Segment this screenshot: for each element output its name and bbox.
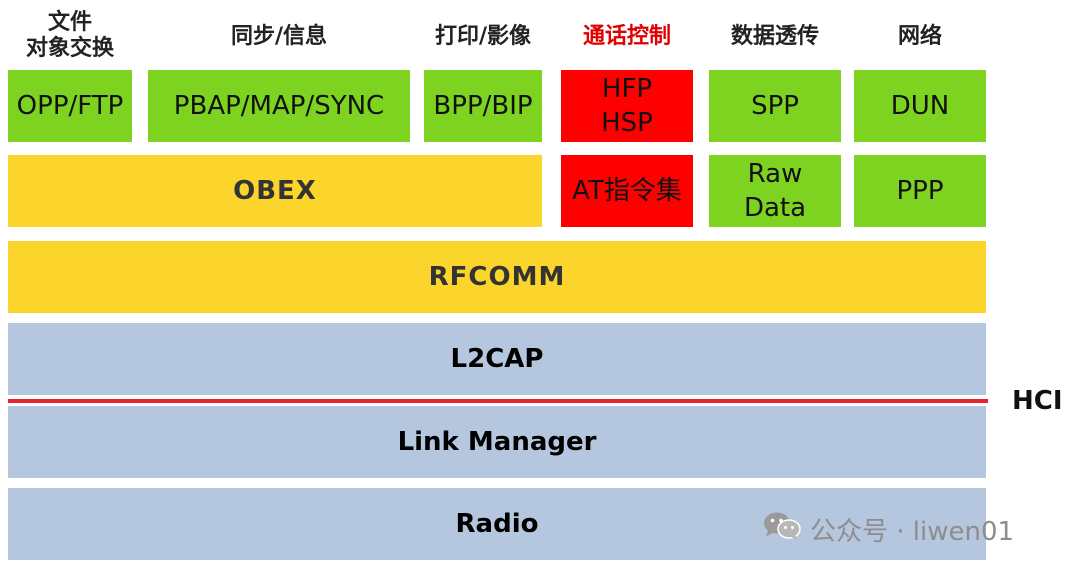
header-print-image: 打印/影像 bbox=[434, 24, 532, 49]
spp-box: SPP bbox=[709, 70, 841, 142]
hci-label: HCI bbox=[1012, 386, 1063, 416]
hci-boundary-line bbox=[8, 399, 988, 403]
wechat-icon bbox=[762, 510, 802, 549]
opp-ftp-box: OPP/FTP bbox=[8, 70, 132, 142]
rfcomm-layer: RFCOMM bbox=[8, 241, 986, 313]
watermark-text: 公众号 · liwen01 bbox=[810, 517, 1015, 547]
pbap-map-sync-box: PBAP/MAP/SYNC bbox=[148, 70, 410, 142]
header-data-passthrough: 数据透传 bbox=[730, 24, 819, 49]
link-manager-layer: Link Manager bbox=[8, 406, 986, 478]
header-file-transfer: 文件 对象交换 bbox=[25, 10, 114, 61]
at-commands-box: AT指令集 bbox=[561, 155, 693, 227]
hfp-hsp-box: HFP HSP bbox=[561, 70, 693, 142]
obex-layer: OBEX bbox=[8, 155, 542, 227]
header-network: 网络 bbox=[897, 24, 942, 49]
header-call-control: 通话控制 bbox=[582, 24, 671, 49]
bpp-bip-box: BPP/BIP bbox=[424, 70, 542, 142]
watermark: 公众号 · liwen01 bbox=[762, 510, 1014, 549]
radio-layer: Radio bbox=[8, 488, 986, 560]
raw-data-box: Raw Data bbox=[709, 155, 841, 227]
header-sync-info: 同步/信息 bbox=[230, 24, 328, 49]
ppp-box: PPP bbox=[854, 155, 986, 227]
l2cap-layer: L2CAP bbox=[8, 323, 986, 395]
dun-box: DUN bbox=[854, 70, 986, 142]
